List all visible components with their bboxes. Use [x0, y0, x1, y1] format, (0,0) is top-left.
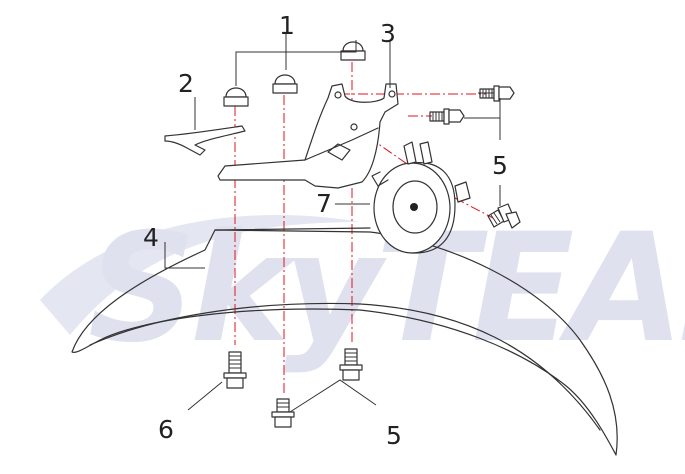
cap-nut-left: [223, 87, 249, 107]
callout-labels: 1 2 3 4 5 5 6 7: [143, 11, 508, 450]
flange-bolt-upper-1: [478, 85, 515, 102]
horn: [371, 141, 471, 254]
callout-5-lower: 5: [386, 421, 402, 450]
callout-2: 2: [178, 69, 194, 98]
fender-mount-bracket: [217, 83, 399, 189]
callout-6: 6: [158, 415, 174, 444]
bolt-6: [223, 351, 247, 389]
cap-nut-right: [340, 41, 366, 61]
callout-4: 4: [143, 223, 159, 252]
cap-nut-middle: [272, 74, 298, 94]
flange-bolt-lower-right: [339, 348, 363, 381]
callout-7: 7: [316, 189, 332, 218]
flange-bolt-side: [487, 203, 521, 229]
callout-5-upper: 5: [492, 151, 508, 180]
flange-bolt-lower-left: [271, 398, 295, 428]
front-fender: [71, 227, 618, 456]
flange-bolt-upper-2: [429, 108, 465, 125]
callout-3: 3: [380, 19, 396, 48]
leader-lines: [164, 32, 501, 413]
callout-1: 1: [279, 11, 295, 40]
assembly-centerlines: [234, 62, 494, 395]
wire-clip: [164, 125, 246, 156]
